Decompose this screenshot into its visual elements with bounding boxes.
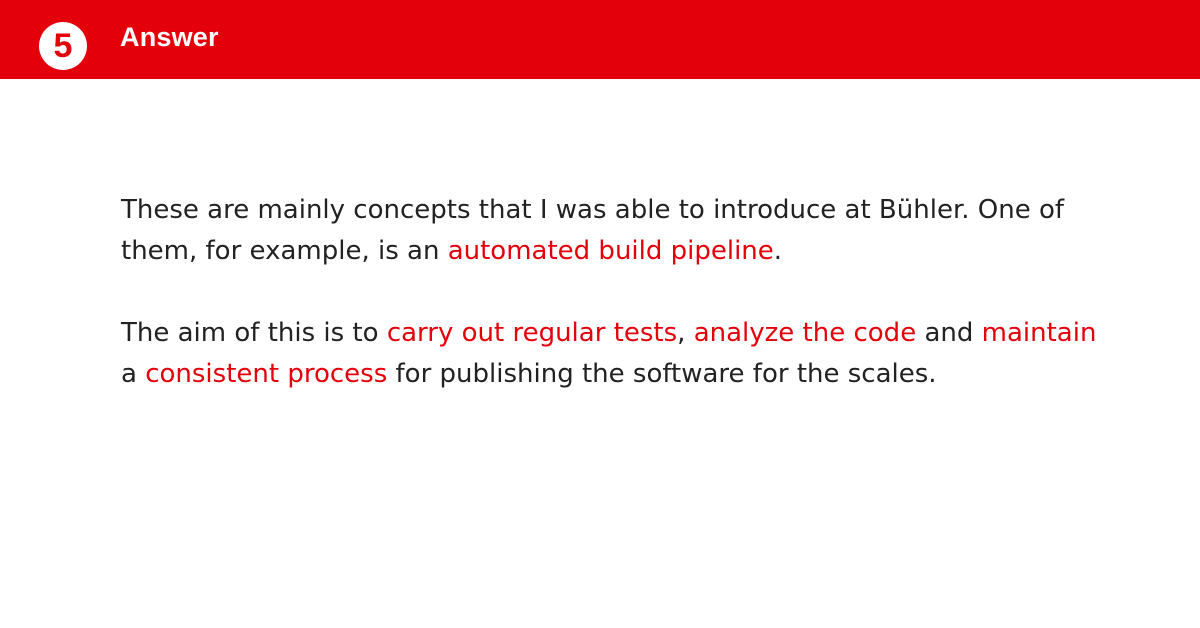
automated-build-pipeline-highlight: automated build pipeline xyxy=(447,236,774,266)
regular-tests-highlight: carry out regular tests xyxy=(386,318,678,348)
paragraph-2-text-b: , xyxy=(677,318,694,348)
paragraph-2-text-e: for publishing the software for the scal… xyxy=(387,359,937,389)
paragraph-1-text-b: . xyxy=(773,236,783,266)
answer-content: These are mainly concepts that I was abl… xyxy=(121,190,1101,395)
header-title: Answer xyxy=(120,22,219,52)
consistent-process-highlight: consistent process xyxy=(145,359,388,389)
answer-paragraph-1: These are mainly concepts that I was abl… xyxy=(121,190,1101,272)
answer-paragraph-2: The aim of this is to carry out regular … xyxy=(121,313,1101,395)
paragraph-2-text-a: The aim of this is to xyxy=(121,318,387,348)
analyze-code-highlight: analyze the code xyxy=(693,318,917,348)
paragraph-2-text-c: and xyxy=(916,318,982,348)
paragraph-1-text-a: These are mainly concepts that I was abl… xyxy=(121,195,1065,266)
step-number-badge: 5 xyxy=(39,22,87,70)
header-bar: 5 Answer xyxy=(0,0,1200,79)
maintain-highlight: maintain xyxy=(981,318,1097,348)
paragraph-2-text-d: a xyxy=(121,359,146,389)
